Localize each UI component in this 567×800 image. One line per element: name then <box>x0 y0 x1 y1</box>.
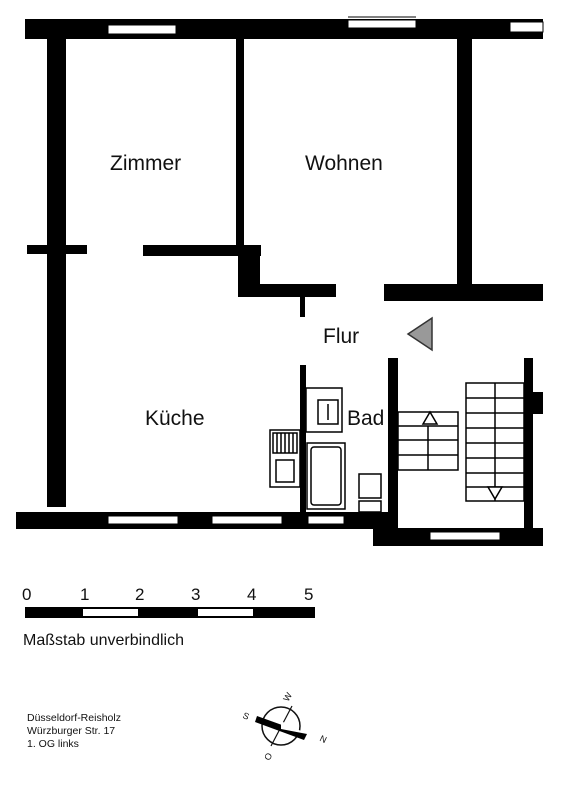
room-label-bad: Bad <box>347 407 384 430</box>
scale-disclaimer: Maßstab unverbindlich <box>23 632 184 649</box>
compass-letter-n: N <box>318 733 328 745</box>
address-city: Düsseldorf-Reisholz <box>27 712 121 724</box>
scale-tick-3: 3 <box>191 585 200 604</box>
scale-tick-1: 1 <box>80 585 89 604</box>
address-unit: 1. OG links <box>27 738 79 750</box>
room-label-zimmer: Zimmer <box>110 152 181 175</box>
windows <box>107 19 544 541</box>
room-label-kueche: Küche <box>145 407 205 430</box>
scale-tick-5: 5 <box>304 585 313 604</box>
scale-tick-0: 0 <box>22 585 31 604</box>
stair-down-arrow-icon <box>486 486 504 501</box>
scale-bar: 0 1 2 3 4 5 <box>22 585 315 618</box>
address-block: Düsseldorf-Reisholz Würzburger Str. 17 1… <box>27 712 121 751</box>
stair-up-arrow-icon <box>421 410 439 425</box>
room-label-wohnen: Wohnen <box>305 152 383 175</box>
walls <box>16 19 543 546</box>
room-label-flur: Flur <box>323 325 359 348</box>
compass-letter-w: W <box>281 690 294 703</box>
address-street: Würzburger Str. 17 <box>27 725 116 737</box>
scale-tick-2: 2 <box>135 585 144 604</box>
entrance-marker-icon <box>406 316 433 352</box>
compass-letter-s: S <box>241 710 251 722</box>
staircase <box>397 382 525 502</box>
scale-tick-4: 4 <box>247 585 256 604</box>
compass-rose: W N S O <box>241 690 328 762</box>
kitchen-unit <box>269 429 301 488</box>
bathroom-fixtures <box>305 387 382 513</box>
compass-letter-o: O <box>262 751 274 762</box>
